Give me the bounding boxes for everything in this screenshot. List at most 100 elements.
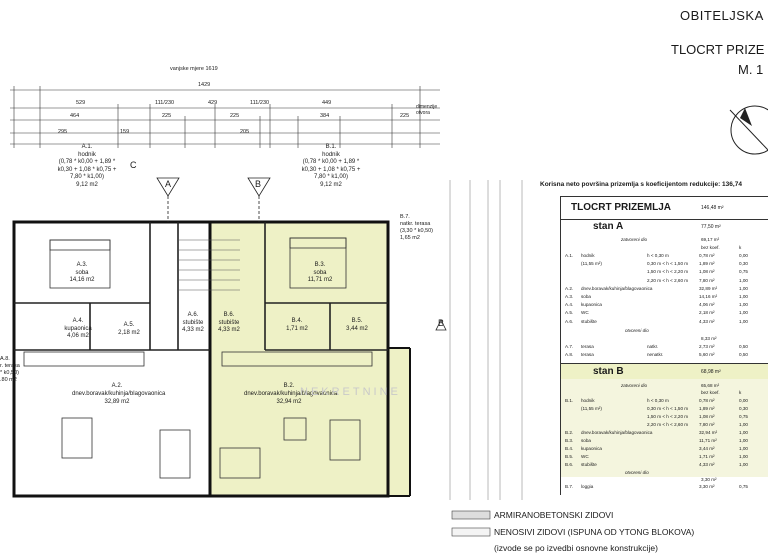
table-cell: 0,00 (739, 253, 748, 258)
table-cell: nenatkr. (647, 352, 664, 357)
room-area: .80 m2 (0, 377, 17, 383)
table-cell: 4,33 m² (699, 318, 715, 324)
unit-b-col-k: k (739, 390, 742, 395)
room-b1-label: B.1. hodnik (0,78 * k0,00 + 1,89 * k0,30… (296, 144, 366, 189)
room-a4-label: A.4. kupaonica 4,06 m2 (58, 318, 98, 341)
room-b5-label: B.5. 3,44 m2 (340, 318, 374, 333)
table-cell: loggia (581, 484, 594, 489)
dim-429: 429 (208, 100, 218, 106)
unit-total: 68,98 m² (701, 369, 721, 375)
table-cell: 1,89 m² (699, 261, 715, 267)
room-b6-label: B.6. stubište 4,33 m2 (212, 312, 246, 335)
room-code: B.2. (283, 383, 295, 389)
room-code: B.7. (400, 214, 410, 220)
room-area: 32,94 m2 (276, 399, 302, 405)
project-title: OBITELJSKA K (680, 8, 768, 23)
table-cell: 1,00 (739, 285, 748, 291)
dim-111-230-a: 111/230 (155, 100, 175, 106)
room-area: 1,71 m2 (286, 325, 308, 332)
section-mark-b-right: B (438, 318, 445, 328)
unit-b-body (561, 379, 768, 477)
room-a1-label: A.1. hodnik (0,78 * k0,00 + 1,89 * k0,30… (52, 144, 122, 189)
table-cell: 0,75 (739, 484, 748, 489)
room-name: dnev.boravak/kuhinja/blagovaonica (72, 391, 166, 397)
room-code: B.6. (223, 312, 235, 318)
table-cell: 0,78 m² (699, 253, 715, 258)
room-name: hodnik (322, 151, 340, 158)
room-code: A.1. (81, 144, 93, 150)
dim-note: dimenzije otvora (416, 104, 438, 116)
table-cell: 32,94 m² (699, 430, 718, 435)
dim-205: 205 (240, 129, 250, 135)
room-area: 4,33 m2 (182, 327, 204, 333)
table-cell: h < 0,30 m (647, 253, 669, 258)
room-code: A.3. (76, 262, 88, 268)
room-formula: (0,78 * k0,00 + 1,89 * k0,30 + 1,08 * k0… (301, 159, 361, 180)
table-cell: (11,55 m²) (581, 406, 602, 411)
table-cell: 1,00 (739, 430, 748, 435)
table-cell: 1,00 (739, 446, 748, 451)
table-cell: terasa (581, 352, 594, 357)
room-code: B.5. (351, 318, 363, 324)
dim-529: 529 (76, 100, 86, 106)
room-code: A.4. (72, 318, 84, 324)
table-cell: soba (581, 438, 591, 443)
table-cell: 1,00 (739, 454, 748, 459)
table-cell: 1,00 (739, 438, 748, 443)
unit-a-closed-label: zatvoreni dio (621, 237, 648, 242)
unit-name: stan A (593, 221, 624, 232)
table-cell: terasa (581, 344, 594, 349)
legend-item-ytong: NENOSIVI ZIDOVI (ISPUNA OD YTONG BLOKOVA… (494, 527, 695, 537)
table-cell: 0,75 (739, 269, 748, 275)
table-cell: 3,30 m² (699, 484, 715, 489)
room-area: 9,12 m2 (320, 181, 342, 188)
table-cell: 7,80 m² (699, 422, 715, 427)
room-area: 4,33 m2 (218, 327, 240, 333)
table-cell: h < 0,30 m (647, 398, 669, 403)
room-area: 4,06 m2 (67, 333, 89, 339)
table-cell: 0,30 (739, 261, 748, 267)
plan-scale: M. 1 (738, 62, 764, 77)
table-cell: WC (581, 310, 589, 316)
table-cell: 0,50 (739, 352, 748, 357)
unit-a-header: stan A 77,50 m² (561, 219, 768, 234)
dim-295: 295 (58, 129, 68, 135)
table-cell: 1,00 (739, 318, 748, 324)
table-cell: B.5. (565, 454, 574, 459)
room-code: A.5. (123, 322, 135, 328)
section-mark-b: B (255, 179, 262, 189)
room-code: A.2. (111, 383, 123, 389)
dim-1429: 1429 (198, 82, 211, 88)
room-code: A.8. (0, 356, 10, 362)
table-cell: 1,00 (739, 294, 748, 299)
outer-dimension-label: vanjske mjere 1619 (170, 66, 218, 72)
dim-384: 384 (320, 113, 330, 119)
table-cell: A.1. (565, 253, 574, 258)
room-a2-label: A.2. dnev.boravak/kuhinja/blagovaonica 3… (72, 382, 166, 406)
table-cell: kupaonica (581, 446, 602, 451)
table-cell: 1,08 m² (699, 269, 715, 275)
table-cell: A.3. (565, 294, 574, 299)
unit-a-col-k: k (739, 245, 742, 250)
unit-b-closed-label: zatvoreni dio (621, 383, 648, 388)
room-b3-label: B.3. soba 11,71 m2 (300, 262, 340, 285)
unit-name: stan B (593, 366, 624, 377)
room-a3-label: A.3. soba 14,16 m2 (62, 262, 102, 285)
section-mark-a: A (165, 179, 172, 189)
table-cell: 2,20 m < h < 2,60 m (647, 422, 689, 427)
room-name: hodnik (78, 151, 96, 158)
table-cell: 4,06 m² (699, 302, 715, 308)
table-cell: 1,08 m² (699, 414, 715, 419)
table-cell: B.2. (565, 430, 574, 435)
